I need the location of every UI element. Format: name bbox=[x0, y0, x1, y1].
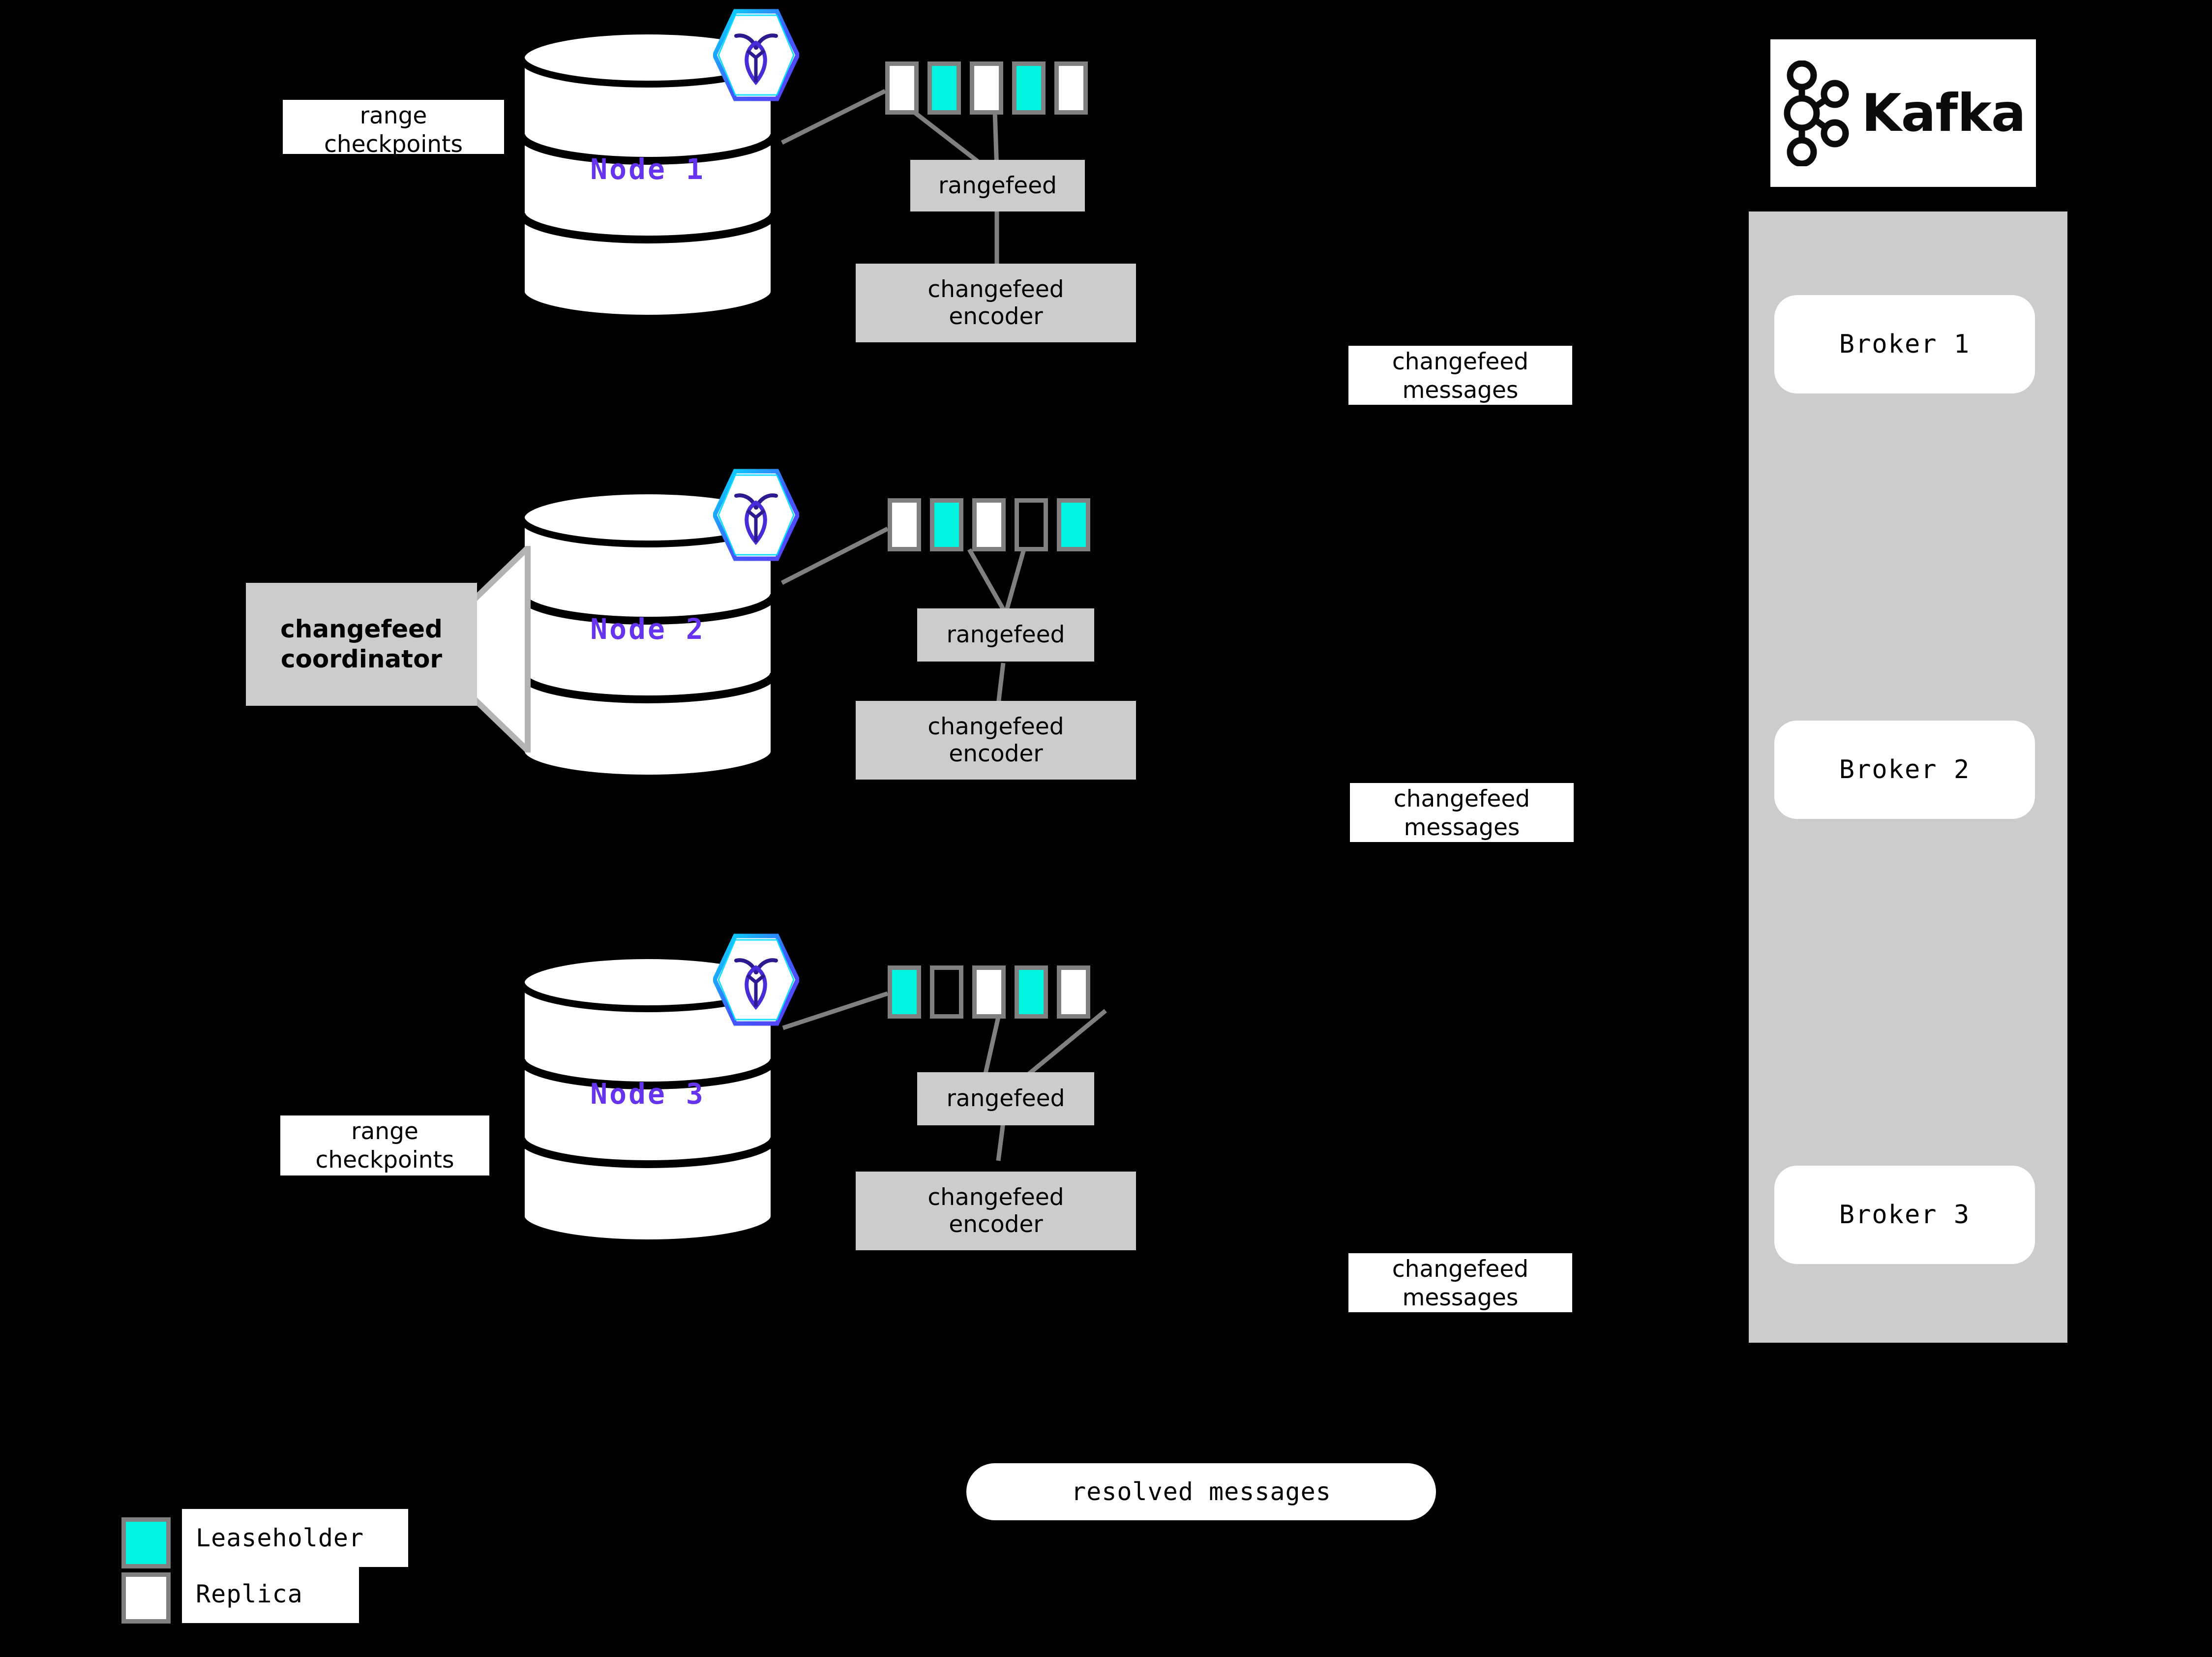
legend-swatch-replica bbox=[121, 1572, 171, 1624]
node-2-label: Node 2 bbox=[590, 612, 705, 646]
rangefeed-label: rangefeed bbox=[946, 621, 1065, 649]
range-box-leaseholder bbox=[1012, 61, 1046, 115]
node-3-changefeed-messages-label: changefeed messages bbox=[1348, 1253, 1572, 1312]
range-box-empty bbox=[1015, 498, 1048, 551]
node-2-changefeed-encoder-box: changefeed encoder bbox=[856, 701, 1136, 780]
node-3-rangefeed-box: rangefeed bbox=[917, 1072, 1094, 1125]
node-1-changefeed-messages-label: changefeed messages bbox=[1348, 346, 1572, 405]
node-3-cylinder bbox=[517, 952, 778, 1246]
range-box-empty bbox=[930, 965, 963, 1019]
node-3-range-row bbox=[888, 965, 1090, 1019]
range-box-leaseholder bbox=[888, 965, 921, 1019]
legend-swatch-leaseholder bbox=[121, 1517, 171, 1568]
range-box-replica bbox=[885, 61, 919, 115]
range-box-leaseholder bbox=[1015, 965, 1048, 1019]
legend-label-replica: Replica bbox=[182, 1565, 359, 1623]
changefeed-encoder-line-1: changefeed bbox=[927, 713, 1064, 740]
range-box-leaseholder bbox=[1057, 498, 1090, 551]
changefeed-encoder-line-2: encoder bbox=[949, 303, 1043, 330]
range-checkpoints-line-1: range bbox=[359, 102, 427, 129]
node-3-range-checkpoints-label: range checkpoints bbox=[280, 1115, 489, 1175]
legend-text: Leaseholder bbox=[196, 1524, 364, 1552]
resolved-messages-label: resolved messages bbox=[1071, 1477, 1331, 1506]
node-3-changefeed-encoder-box: changefeed encoder bbox=[856, 1172, 1136, 1250]
broker-3[interactable]: Broker 3 bbox=[1774, 1166, 2035, 1264]
changefeed-messages-line-2: messages bbox=[1404, 814, 1520, 841]
cockroachdb-logo-icon bbox=[713, 9, 799, 101]
range-box-leaseholder bbox=[927, 61, 961, 115]
broker-label: Broker 3 bbox=[1839, 1200, 1971, 1230]
node-2-changefeed-messages-label: changefeed messages bbox=[1350, 783, 1574, 842]
node-1-range-checkpoints-label: range checkpoints bbox=[283, 100, 504, 154]
kafka-wordmark: Kafka bbox=[1861, 83, 2026, 143]
range-box-replica bbox=[888, 498, 921, 551]
changefeed-messages-line-1: changefeed bbox=[1392, 348, 1529, 375]
changefeed-encoder-line-1: changefeed bbox=[927, 275, 1064, 303]
kafka-logo-card: Kafka bbox=[1770, 39, 2036, 187]
node-1-rangefeed-box: rangefeed bbox=[910, 160, 1085, 211]
node-2-range-row bbox=[888, 498, 1090, 551]
changefeed-encoder-line-1: changefeed bbox=[927, 1183, 1064, 1211]
rangefeed-label: rangefeed bbox=[946, 1085, 1065, 1113]
kafka-inbound-arrow bbox=[2067, 337, 2088, 351]
range-checkpoints-line-2: checkpoints bbox=[315, 1146, 454, 1174]
broker-label: Broker 1 bbox=[1839, 330, 1971, 359]
cockroachdb-logo-icon bbox=[713, 934, 799, 1026]
broker-label: Broker 2 bbox=[1839, 755, 1971, 784]
changefeed-messages-line-2: messages bbox=[1402, 1284, 1519, 1311]
cockroachdb-logo-icon bbox=[713, 469, 799, 561]
broker-1[interactable]: Broker 1 bbox=[1774, 295, 2035, 393]
legend-text: Replica bbox=[196, 1580, 303, 1608]
kafka-logo-icon bbox=[1784, 60, 1849, 166]
changefeed-encoder-line-2: encoder bbox=[949, 740, 1043, 767]
range-box-replica bbox=[1054, 61, 1088, 115]
changefeed-messages-line-1: changefeed bbox=[1393, 785, 1530, 813]
node-1-cylinder bbox=[517, 28, 778, 322]
node-1-changefeed-encoder-box: changefeed encoder bbox=[856, 264, 1136, 342]
coordinator-callout-wedge bbox=[471, 546, 531, 753]
broker-2[interactable]: Broker 2 bbox=[1774, 721, 2035, 819]
coordinator-line-2: coordinator bbox=[280, 645, 443, 673]
node-2-cylinder bbox=[517, 487, 778, 782]
node-3-label: Node 3 bbox=[590, 1077, 705, 1111]
resolved-messages-pill: resolved messages bbox=[966, 1463, 1436, 1520]
range-box-replica bbox=[972, 498, 1006, 551]
node-1-label: Node 1 bbox=[590, 152, 705, 186]
legend-label-leaseholder: Leaseholder bbox=[182, 1509, 408, 1567]
changefeed-messages-line-1: changefeed bbox=[1392, 1256, 1529, 1283]
range-checkpoints-line-1: range bbox=[351, 1118, 418, 1145]
range-box-replica bbox=[1057, 965, 1090, 1019]
range-box-replica bbox=[972, 965, 1006, 1019]
rangefeed-label: rangefeed bbox=[938, 172, 1057, 199]
range-box-replica bbox=[970, 61, 1003, 115]
node-2-rangefeed-box: rangefeed bbox=[917, 608, 1094, 662]
node-1-range-row bbox=[885, 61, 1088, 115]
coordinator-line-1: changefeed bbox=[280, 615, 443, 643]
range-box-leaseholder bbox=[930, 498, 963, 551]
changefeed-encoder-line-2: encoder bbox=[949, 1211, 1043, 1238]
changefeed-coordinator-box: changefeed coordinator bbox=[246, 583, 477, 706]
changefeed-messages-line-2: messages bbox=[1402, 377, 1519, 404]
range-checkpoints-line-2: checkpoints bbox=[324, 131, 463, 154]
